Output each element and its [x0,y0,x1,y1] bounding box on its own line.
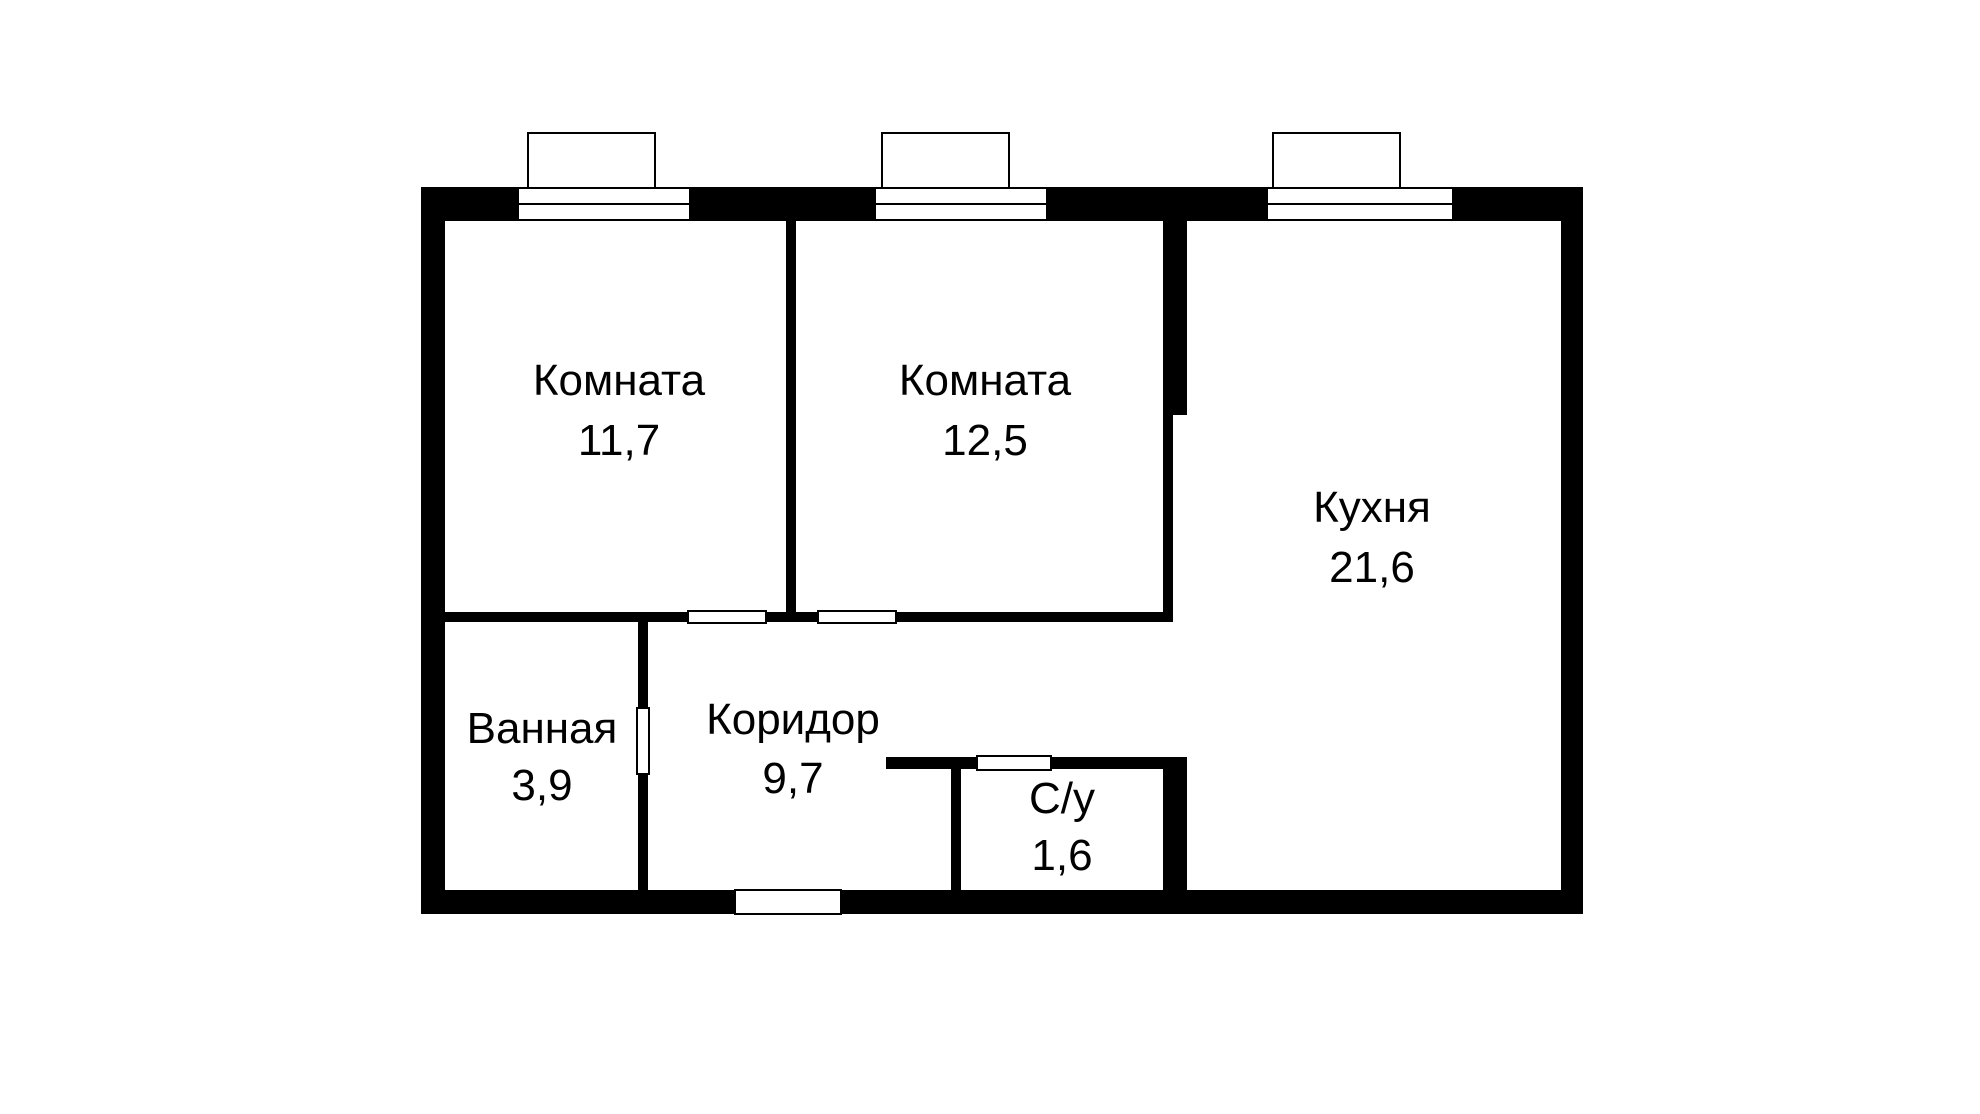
room-1-area: 11,7 [578,416,660,465]
bathroom-area: 3,9 [511,761,572,810]
wall-left [421,187,445,914]
door-room-2 [817,610,897,624]
wall-room1-room2 [786,221,796,617]
door-bathroom [636,707,650,775]
room-2-name: Комната [899,356,1072,405]
door-toilet [976,755,1052,771]
toilet-area: 1,6 [1031,831,1092,880]
balcony-kitchen [1272,132,1401,187]
wall-bottom [421,890,1583,914]
corridor-area: 9,7 [762,754,823,803]
balcony-room-1 [527,132,656,187]
room-labels: Комната 11,7 Комната 12,5 Кухня 21,6 Ван… [467,356,1431,880]
wall-rooms-corridor [445,612,1173,622]
openings [517,187,1454,915]
wall-corridor-wc-side [951,757,961,890]
door-entrance [734,889,842,915]
kitchen-area: 21,6 [1329,543,1415,592]
wall-right [1561,187,1583,914]
bathroom-name: Ванная [467,704,618,753]
balcony-room-2 [881,132,1010,187]
corridor-name: Коридор [706,695,880,744]
room-1-name: Комната [533,356,706,405]
balconies [527,132,1401,187]
kitchen-name: Кухня [1313,483,1431,532]
room-2-area: 12,5 [942,416,1028,465]
wall-room2-kitchen-upper [1163,221,1187,415]
door-room-1 [687,610,767,624]
wall-wc-kitchen [1163,757,1187,890]
toilet-name: С/у [1029,774,1095,823]
wall-room2-kitchen-lower [1163,415,1173,617]
